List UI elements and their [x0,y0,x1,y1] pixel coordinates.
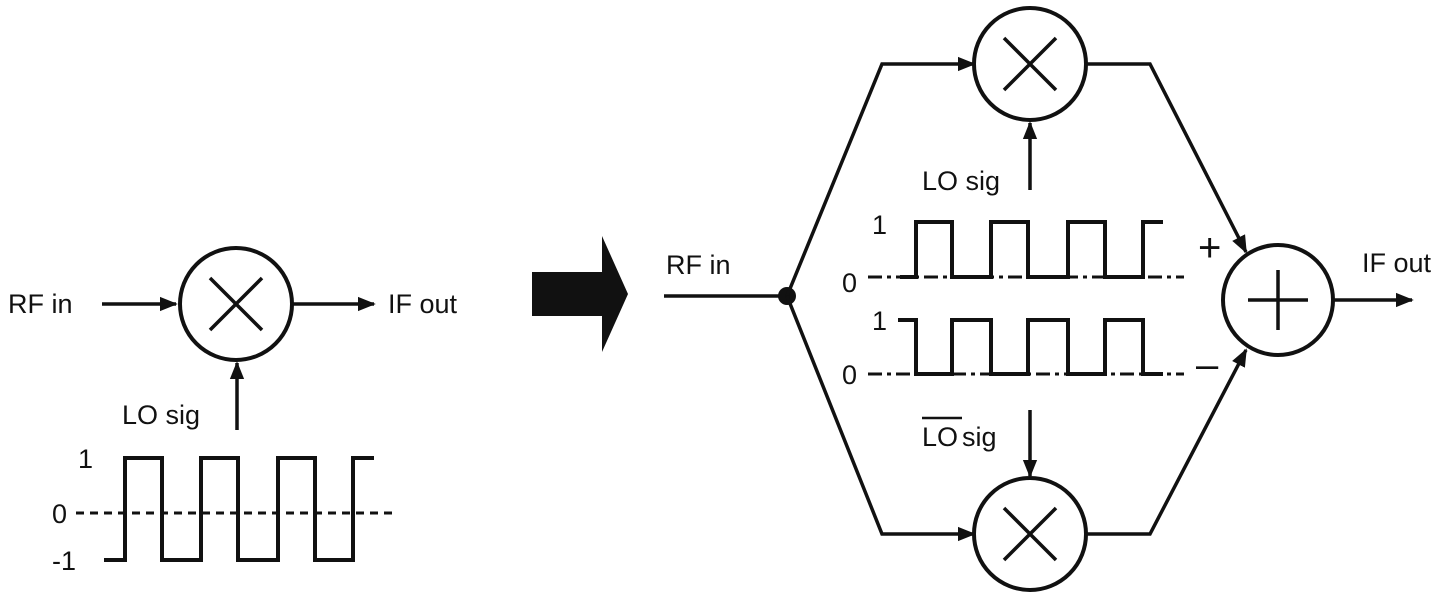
balanced-mixer: RF in IF out + – LO sig [664,6,1432,592]
lobar-sig-label: LO sig [922,416,997,452]
left-lo-waveform [104,456,374,562]
bottom-tick-1: 1 [872,306,887,336]
minus-sign: – [1196,343,1219,387]
bottom-multiplier-icon [972,476,1088,592]
top-branch-line [785,56,976,297]
left-multiplier-icon [178,246,294,362]
left-lo-sig-label: LO sig [122,400,200,430]
bottom-to-sum-line [1086,348,1248,536]
plus-sign: + [1198,226,1221,270]
transform-arrow-icon [532,236,628,352]
left-if-out-label: IF out [388,289,458,319]
left-tick-1: 1 [78,444,93,474]
left-tick-0: 0 [52,499,67,529]
simple-mixer: RF in IF out LO sig 1 0 -1 [8,246,458,576]
lobar-suffix: sig [962,422,997,452]
right-rf-in-label: RF in [666,250,731,280]
top-to-sum-line [1086,62,1248,254]
summer-icon [1221,243,1335,357]
top-multiplier-icon [972,6,1088,122]
left-tick-neg1: -1 [52,546,76,576]
top-tick-1: 1 [872,210,887,240]
left-rf-in-label: RF in [8,289,73,319]
lo-sig-label: LO sig [922,166,1000,196]
right-if-out-label: IF out [1362,248,1432,278]
top-lo-waveform [900,220,1163,279]
top-tick-0: 0 [842,268,857,298]
bottom-lobar-waveform [898,318,1163,376]
bottom-tick-0: 0 [842,360,857,390]
lobar-text: LO [922,422,958,452]
bottom-branch-line [785,295,976,542]
